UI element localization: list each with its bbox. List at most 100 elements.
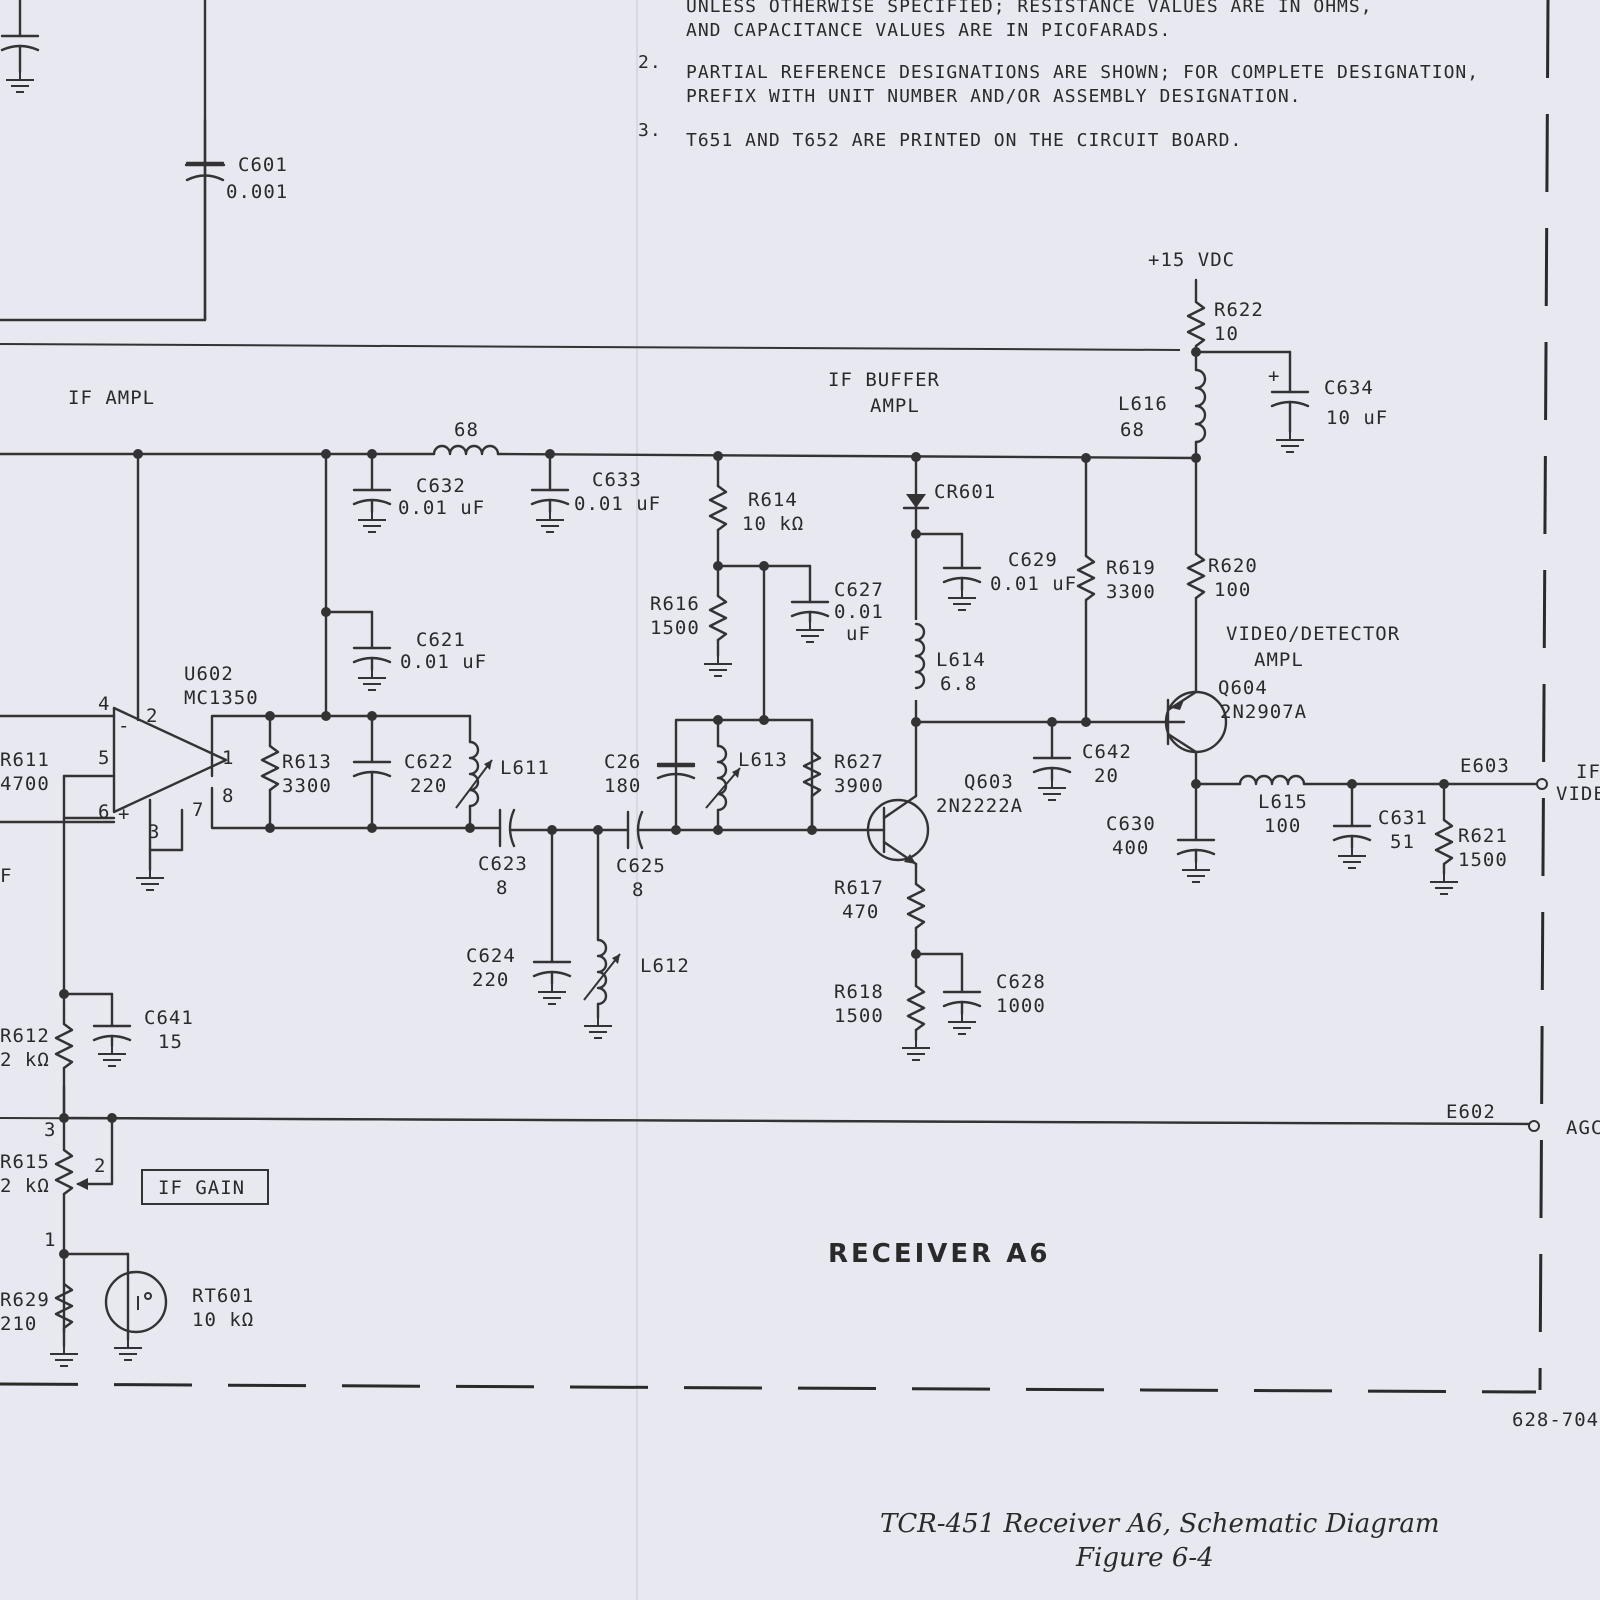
c634-label: C634 bbox=[1324, 377, 1374, 399]
video-title-2: AMPL bbox=[1254, 649, 1304, 671]
note-1-line-1: UNLESS OTHERWISE SPECIFIED; RESISTANCE V… bbox=[686, 0, 1373, 17]
pin-2: 2 bbox=[146, 705, 158, 727]
note-2-number: 2. bbox=[638, 52, 662, 73]
supply-label: +15 VDC bbox=[1148, 249, 1235, 271]
c641-label: C641 bbox=[144, 1007, 194, 1029]
c621-label: C621 bbox=[416, 629, 466, 651]
note-1-line-2: AND CAPACITANCE VALUES ARE IN PICOFARADS… bbox=[686, 20, 1171, 41]
c629-label: C629 bbox=[1008, 549, 1058, 571]
if-ampl-title: IF AMPL bbox=[68, 387, 155, 409]
r616-label: R616 bbox=[650, 593, 700, 615]
c26-label: C26 bbox=[604, 751, 641, 773]
pot-pin-1: 1 bbox=[44, 1229, 56, 1251]
c622-value: 220 bbox=[410, 775, 447, 797]
c642-label: C642 bbox=[1082, 741, 1132, 763]
c630-value: 400 bbox=[1112, 837, 1149, 859]
rt601-value: 10 kΩ bbox=[192, 1309, 254, 1331]
r614-value: 10 kΩ bbox=[742, 513, 804, 535]
pot-pin-3: 3 bbox=[44, 1119, 56, 1141]
r619-value: 3300 bbox=[1106, 581, 1156, 603]
r616-value: 1500 bbox=[650, 617, 700, 639]
l615-value: 100 bbox=[1264, 815, 1301, 837]
video-title-1: VIDEO/DETECTOR bbox=[1226, 623, 1400, 645]
c624-value: 220 bbox=[472, 969, 509, 991]
r611-value: 4700 bbox=[0, 773, 50, 795]
caption-line-2: Figure 6-4 bbox=[1075, 1543, 1214, 1573]
pin-plus: + bbox=[118, 803, 130, 825]
l614-value: 6.8 bbox=[940, 673, 977, 695]
c621-value: 0.01 uF bbox=[400, 651, 487, 673]
q604-label: Q604 bbox=[1218, 677, 1268, 699]
video-detector-stage bbox=[1032, 456, 1548, 895]
e603-label: E603 bbox=[1460, 755, 1510, 777]
u602-amplifier bbox=[0, 452, 502, 1122]
r617-label: R617 bbox=[834, 877, 884, 899]
u602-value: MC1350 bbox=[184, 687, 259, 709]
c627-label: C627 bbox=[834, 579, 884, 601]
caption-line-1: TCR-451 Receiver A6, Schematic Diagram bbox=[880, 1509, 1439, 1539]
r619-label: R619 bbox=[1106, 557, 1156, 579]
agc-network bbox=[49, 989, 1540, 1367]
r618-label: R618 bbox=[834, 981, 884, 1003]
c627-value-1: 0.01 bbox=[834, 601, 884, 623]
r613-value: 3300 bbox=[282, 775, 332, 797]
r627-value: 3900 bbox=[834, 775, 884, 797]
if-gain-label: IF GAIN bbox=[158, 1177, 245, 1199]
note-2-line-2: PREFIX WITH UNIT NUMBER AND/OR ASSEMBLY … bbox=[686, 86, 1302, 107]
l614-label: L614 bbox=[936, 649, 986, 671]
if-buffer-title-1: IF BUFFER bbox=[828, 369, 940, 391]
c628-label: C628 bbox=[996, 971, 1046, 993]
l612-label: L612 bbox=[640, 955, 690, 977]
c26-value: 180 bbox=[604, 775, 641, 797]
rt601-label: RT601 bbox=[192, 1285, 254, 1307]
u602-output-tank bbox=[260, 714, 493, 830]
r620-value: 100 bbox=[1214, 579, 1251, 601]
c641-value: 15 bbox=[158, 1031, 183, 1053]
q603-input-tank bbox=[656, 715, 870, 835]
agc-label: AGC bbox=[1566, 1117, 1600, 1139]
pot-pin-2: 2 bbox=[94, 1155, 106, 1177]
note-2-line-1: PARTIAL REFERENCE DESIGNATIONS ARE SHOWN… bbox=[686, 62, 1479, 83]
if-buffer-title-2: AMPL bbox=[870, 395, 920, 417]
main-rail bbox=[0, 444, 1201, 463]
cr601-label: CR601 bbox=[934, 481, 996, 503]
receiver-title: RECEIVER A6 bbox=[828, 1239, 1050, 1269]
r621-value: 1500 bbox=[1458, 849, 1508, 871]
c642-value: 20 bbox=[1094, 765, 1119, 787]
q604-value: 2N2907A bbox=[1220, 701, 1307, 723]
c628-value: 1000 bbox=[996, 995, 1046, 1017]
pin-4: 4 bbox=[98, 693, 110, 715]
notes-block: UNLESS OTHERWISE SPECIFIED; RESISTANCE V… bbox=[638, 0, 1479, 151]
u602-supply-branch bbox=[321, 452, 374, 718]
l613-label: L613 bbox=[738, 749, 788, 771]
pin-5: 5 bbox=[98, 747, 110, 769]
c634-value: 10 uF bbox=[1326, 407, 1388, 429]
r613-label: R613 bbox=[282, 751, 332, 773]
supply-rail: + bbox=[1186, 278, 1310, 460]
c625-label: C625 bbox=[616, 855, 666, 877]
assembly-border-bottom bbox=[0, 1382, 1537, 1394]
q603-label: Q603 bbox=[964, 771, 1014, 793]
l615-label: L615 bbox=[1258, 791, 1308, 813]
c624-label: C624 bbox=[466, 945, 516, 967]
if-out-label-2: VIDE bbox=[1556, 783, 1600, 805]
top-left-fragment bbox=[0, 0, 226, 322]
c630-label: C630 bbox=[1106, 813, 1156, 835]
c623-label: C623 bbox=[478, 853, 528, 875]
c633-value: 0.01 uF bbox=[574, 493, 661, 515]
rail-inductor-value: 68 bbox=[454, 419, 479, 441]
q603-transistor bbox=[866, 455, 1186, 1061]
note-3-line-1: T651 AND T652 ARE PRINTED ON THE CIRCUIT… bbox=[686, 130, 1242, 151]
pin-6: 6 bbox=[98, 801, 110, 823]
q603-value: 2N2222A bbox=[936, 795, 1023, 817]
c632-value: 0.01 uF bbox=[398, 497, 485, 519]
r611-label: R611 bbox=[0, 749, 50, 771]
paper-fold bbox=[636, 0, 638, 1600]
section-divider-top bbox=[0, 343, 1181, 351]
r612-value: 2 kΩ bbox=[0, 1049, 50, 1071]
drawing-number: 628-704 bbox=[1512, 1409, 1599, 1431]
r627-label: R627 bbox=[834, 751, 884, 773]
r622-value: 10 bbox=[1214, 323, 1239, 345]
